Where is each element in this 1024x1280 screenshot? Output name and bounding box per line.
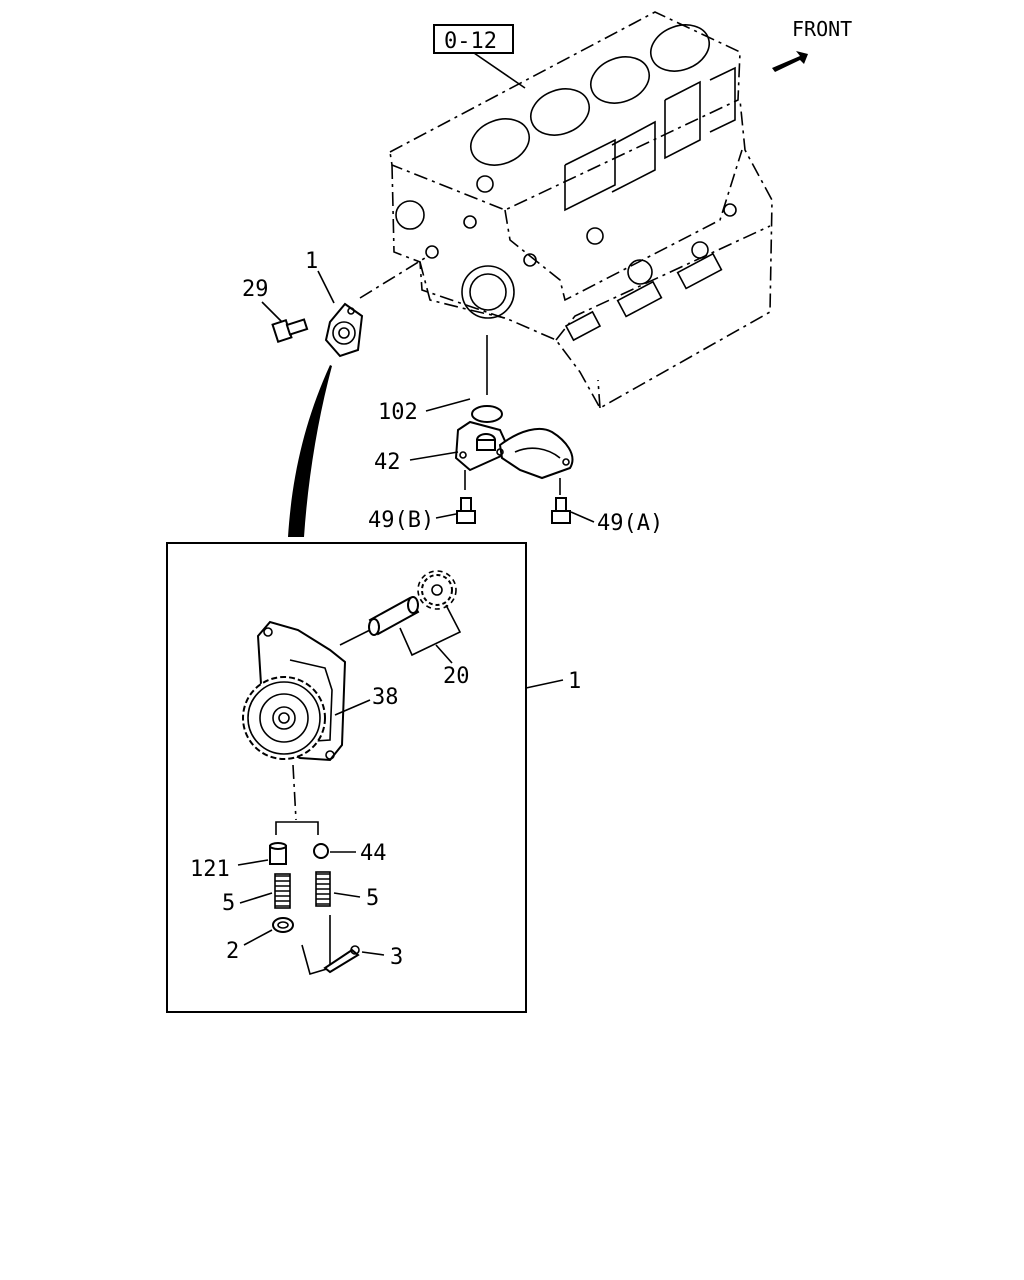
- callout-2: 2: [226, 939, 239, 964]
- spring-5-left[interactable]: 5: [222, 873, 291, 916]
- washer-2[interactable]: 2: [226, 917, 294, 964]
- callout-5-left: 5: [222, 891, 235, 916]
- drive-gear[interactable]: [242, 676, 326, 760]
- front-arrow-icon: [772, 51, 808, 72]
- callout-1-top: 1: [305, 249, 318, 274]
- callout-121: 121: [190, 857, 230, 882]
- bolt-49b[interactable]: 49(B): [368, 497, 476, 533]
- callout-20: 20: [443, 664, 470, 689]
- bolt-29[interactable]: 29: [242, 277, 309, 343]
- callout-44: 44: [360, 841, 387, 866]
- detail-box: 1: [166, 542, 581, 1013]
- front-label: FRONT: [792, 17, 852, 41]
- callout-49a: 49(A): [597, 511, 663, 536]
- detail-pointer: [288, 365, 332, 537]
- callout-5-right: 5: [366, 886, 379, 911]
- callout-102: 102: [378, 400, 418, 425]
- engine-block: [389, 11, 773, 410]
- bolt-49a[interactable]: 49(A): [551, 497, 663, 536]
- callout-29: 29: [242, 277, 269, 302]
- front-direction-indicator: FRONT: [772, 17, 852, 72]
- plug-121[interactable]: 121: [190, 842, 287, 882]
- reference-box-label: 0-12: [444, 29, 497, 54]
- callout-1-detail: 1: [568, 669, 581, 694]
- oil-strainer-42[interactable]: 42: [374, 420, 574, 495]
- shaft-gear-20[interactable]: 20: [339, 570, 470, 689]
- oil-pump-installed[interactable]: 1: [305, 249, 426, 358]
- callout-3: 3: [390, 945, 403, 970]
- callout-49b: 49(B): [368, 508, 434, 533]
- cotter-pin-3[interactable]: 3: [323, 945, 403, 974]
- callout-42: 42: [374, 450, 401, 475]
- callout-38: 38: [372, 685, 399, 710]
- o-ring-102[interactable]: 102: [378, 335, 503, 425]
- ball-44[interactable]: 44: [313, 841, 387, 866]
- spring-5-right[interactable]: 5: [315, 871, 379, 911]
- reference-box[interactable]: 0-12: [433, 24, 526, 89]
